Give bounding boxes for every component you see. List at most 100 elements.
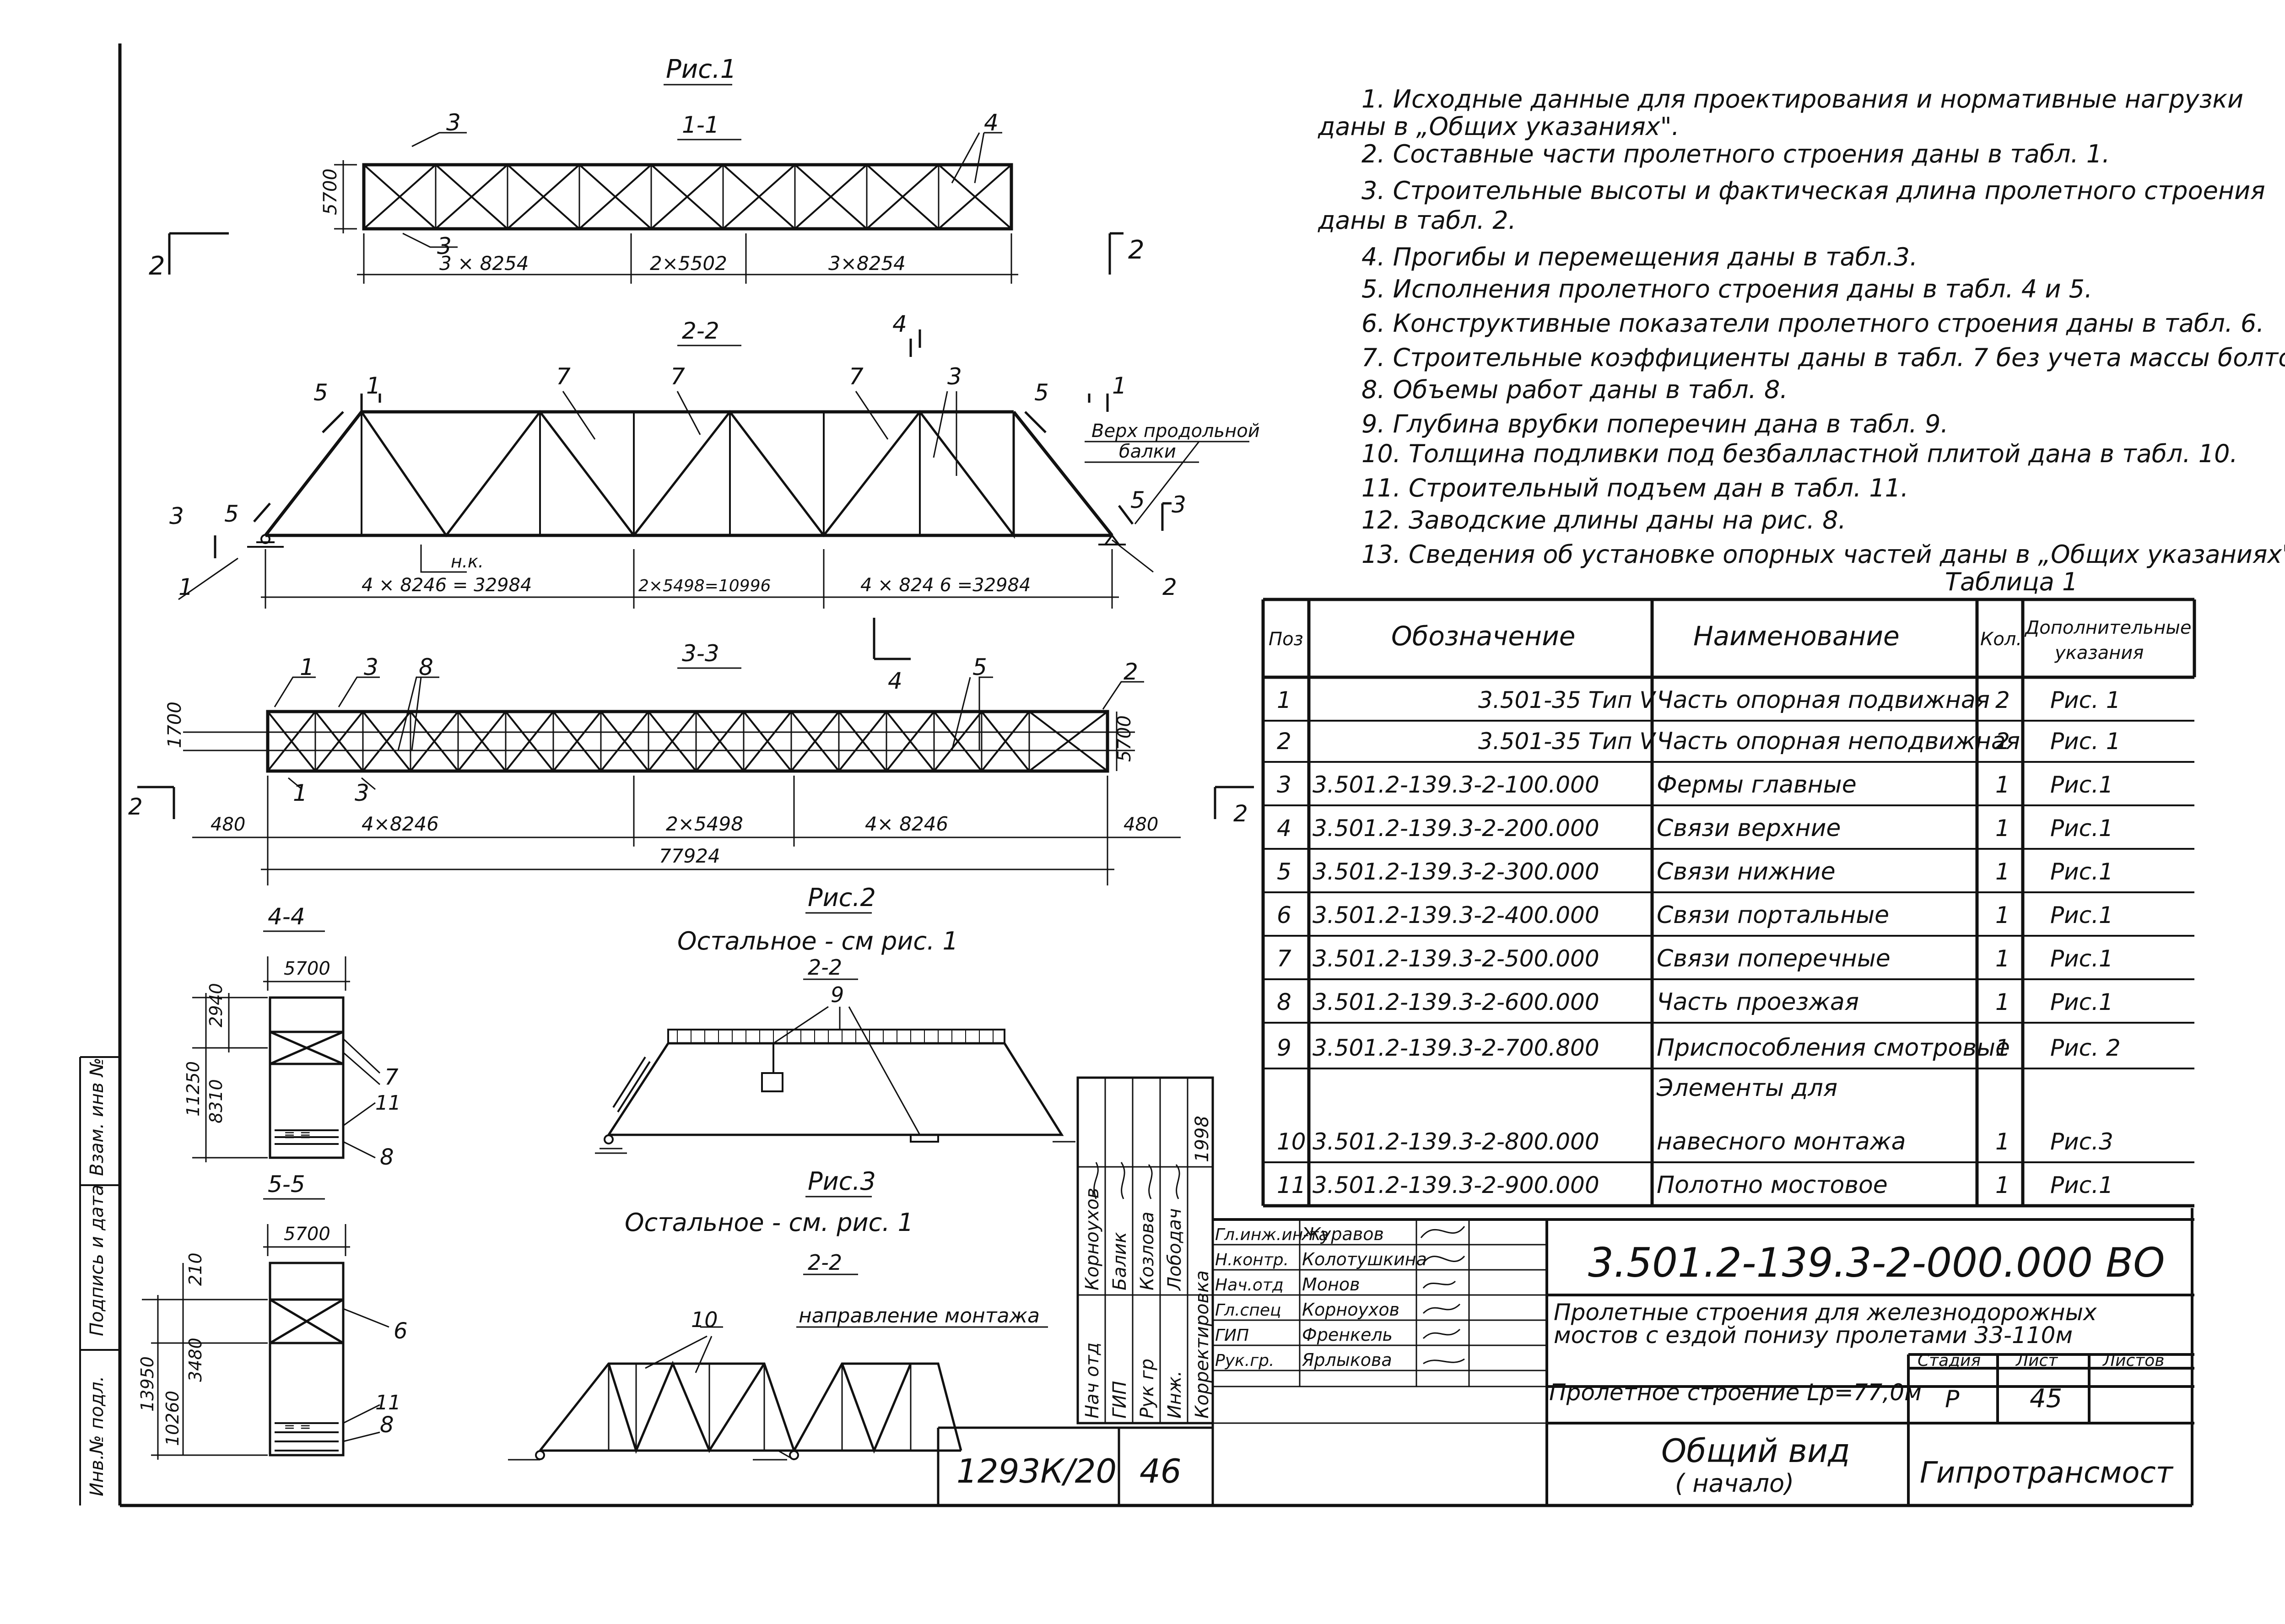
tb-code: 3.501.2-139.3-2-000.000 ВО — [1588, 1239, 2165, 1286]
sec33-h-right: 5700 — [1114, 715, 1135, 762]
sec33-cut-4: 4 — [888, 668, 902, 694]
sec22-callout-7c: 7 — [849, 363, 864, 390]
sec11-height: 5700 — [320, 168, 341, 215]
sec22-callout-2: 2 — [1162, 574, 1177, 600]
sec55-callout-6: 6 — [394, 1318, 408, 1344]
table-cell-qty: 1 — [1995, 1035, 2010, 1061]
table-cell-note: Рис.3 — [2050, 1128, 2113, 1155]
table-cell-name: Часть опорная неподвижная — [1657, 728, 2020, 755]
sec33-callout-3: 3 — [364, 654, 378, 680]
table-cell-name: Элементы для — [1656, 1074, 1837, 1102]
section-4-4: 4-4 5700 ≡ ≡ 2940 11250 8310 7 11 8 — [183, 903, 401, 1170]
sec55-title: 5-5 — [268, 1171, 305, 1198]
table-cell-pos: 10 — [1277, 1128, 1306, 1155]
tb-name-3: Корноухов — [1302, 1300, 1399, 1320]
fig1-title: Рис.1 — [666, 54, 736, 84]
table-cell-note: Рис.1 — [2050, 815, 2113, 842]
table-cell-designation: 3.501.2-139.3-2-200.000 — [1313, 815, 1599, 842]
table-cell-designation: 3.501.2-139.3-2-400.000 — [1313, 902, 1599, 928]
table-cell-pos: 1 — [1277, 687, 1291, 713]
table-cell-designation: 3.501.2-139.3-2-500.000 — [1313, 945, 1599, 972]
sec22-callout-7a: 7 — [556, 363, 571, 390]
tb-stage: Р — [1945, 1386, 1960, 1413]
table-cell-name: Фермы главные — [1657, 771, 1857, 799]
side-stamp: Инв.№ подл. Подпись и дата Взам. инв № — [86, 1057, 108, 1496]
tb-role-4: ГИП — [1215, 1326, 1249, 1345]
fig2-sec: 2-2 — [808, 955, 842, 980]
table-cell-pos: 3 — [1277, 772, 1291, 798]
note-6: 6. Конструктивные показатели пролетного … — [1361, 309, 2264, 338]
appr-name-3: Лободач — [1164, 1209, 1185, 1292]
appr-year: 1998 — [1192, 1116, 1213, 1162]
table-cell-qty: 1 — [1995, 815, 2010, 842]
sec55-callout-11: 11 — [375, 1391, 401, 1414]
sec55-beam-glyph: ≡ ≡ — [284, 1418, 311, 1434]
table-cell-designation: 3.501-35 Тип V — [1478, 728, 1657, 755]
table-cell-note: Рис.1 — [2050, 772, 2113, 798]
sec11-cut-left: 2 — [149, 251, 165, 281]
appr-role-4: Корректировка — [1192, 1270, 1213, 1419]
tb-drawing-title-2: ( начало) — [1675, 1469, 1794, 1498]
stamp-vzam-inv: Взам. инв № — [86, 1057, 108, 1176]
sec55-dim-3480: 3480 — [185, 1338, 205, 1382]
fig2-callout-9: 9 — [831, 982, 844, 1007]
tb-sheets-label: Листов — [2102, 1351, 2164, 1370]
sec11-cut-right: 2 — [1128, 235, 1145, 265]
sec22-callout-1: 1 — [178, 574, 193, 600]
archive-no: 1293К/20 — [956, 1452, 1117, 1490]
tb-drawing-title-1: Общий вид — [1661, 1432, 1850, 1470]
sec33-dim-total: 77924 — [659, 845, 720, 867]
note-13: 13. Сведения об установке опорных частей… — [1361, 540, 2285, 569]
sec33-callout-3b: 3 — [355, 780, 369, 806]
sec22-nk: н.к. — [451, 551, 484, 572]
sec22-dim-a: 4 × 8246 = 32984 — [362, 575, 532, 596]
tb-role-2: Нач.отд — [1215, 1276, 1284, 1295]
note-1: 1. Исходные данные для проектирования и … — [1361, 85, 2243, 113]
table-cell-designation: 3.501.2-139.3-2-700.800 — [1313, 1035, 1599, 1061]
section-1-1: Рис.1 1-1 5700 3 × 8254 2×5502 3×8254 3 … — [149, 54, 1145, 284]
sec22-callout-5-topleft: 5 — [313, 379, 328, 406]
table-cell-pos: 2 — [1277, 728, 1291, 755]
general-notes: 1. Исходные данные для проектирования и … — [1318, 85, 2285, 569]
table-cell-note: Рис.1 — [2050, 945, 2113, 972]
table-cell-name: Связи нижние — [1657, 858, 1836, 885]
table-cell-name: Часть проезжая — [1657, 988, 1859, 1016]
tb-sheet: 45 — [2030, 1384, 2062, 1414]
table-cell-designation: 3.501.2-139.3-2-100.000 — [1313, 772, 1599, 798]
sec22-cut-3-left: 3 — [169, 503, 184, 529]
table-cell-qty: 2 — [1995, 728, 2010, 755]
note-12: 12. Заводские длины даны на рис. 8. — [1361, 506, 1846, 534]
table-cell-note: Рис.1 — [2050, 858, 2113, 885]
sec44-callout-11: 11 — [375, 1091, 401, 1115]
tb-name-2: Монов — [1302, 1274, 1360, 1295]
sec33-callout-5: 5 — [972, 654, 987, 680]
th-designation: Обозначение — [1391, 620, 1575, 652]
sec11-callout-3-top: 3 — [446, 109, 461, 136]
archive-sheet: 46 — [1140, 1452, 1182, 1490]
fig3-direction: направление монтажа — [799, 1304, 1040, 1327]
note-5: 5. Исполнения пролетного строения даны в… — [1361, 275, 2092, 303]
table-cell-name: Связи портальные — [1657, 901, 1889, 929]
table-cell-pos: 5 — [1277, 858, 1291, 885]
table-1: Таблица 1 Поз Обозначение Наименование К… — [1261, 567, 2196, 1208]
tb-project-2: мостов с ездой понизу пролетами 33-110м — [1554, 1322, 2073, 1349]
table-cell-name: навесного монтажа — [1657, 1128, 1906, 1155]
sec33-dim-a: 4×8246 — [362, 813, 439, 835]
table-cell-name: Связи верхние — [1657, 815, 1841, 842]
tb-role-5: Рук.гр. — [1215, 1351, 1274, 1370]
sec22-callout-5-botright: 5 — [1130, 487, 1145, 513]
sec33-callout-1b: 1 — [293, 780, 308, 806]
tb-sheet-title: Пролетное строение Lp=77,0м — [1549, 1379, 1922, 1406]
appr-role-1: ГИП — [1109, 1381, 1130, 1419]
stamp-sign-date: Подпись и дата — [86, 1185, 108, 1336]
sec22-callout-3: 3 — [947, 363, 962, 390]
table-cell-pos: 7 — [1277, 945, 1291, 972]
fig2-note: Остальное - см рис. 1 — [677, 927, 958, 955]
table-cell-pos: 9 — [1277, 1035, 1291, 1061]
tb-role-3: Гл.спец — [1215, 1301, 1281, 1320]
sec55-dim-210: 210 — [185, 1252, 205, 1286]
table-cell-designation: 3.501.2-139.3-2-800.000 — [1313, 1128, 1599, 1155]
sec55-dim-13950: 13950 — [137, 1356, 157, 1412]
fig2-title: Рис.2 — [808, 883, 876, 912]
